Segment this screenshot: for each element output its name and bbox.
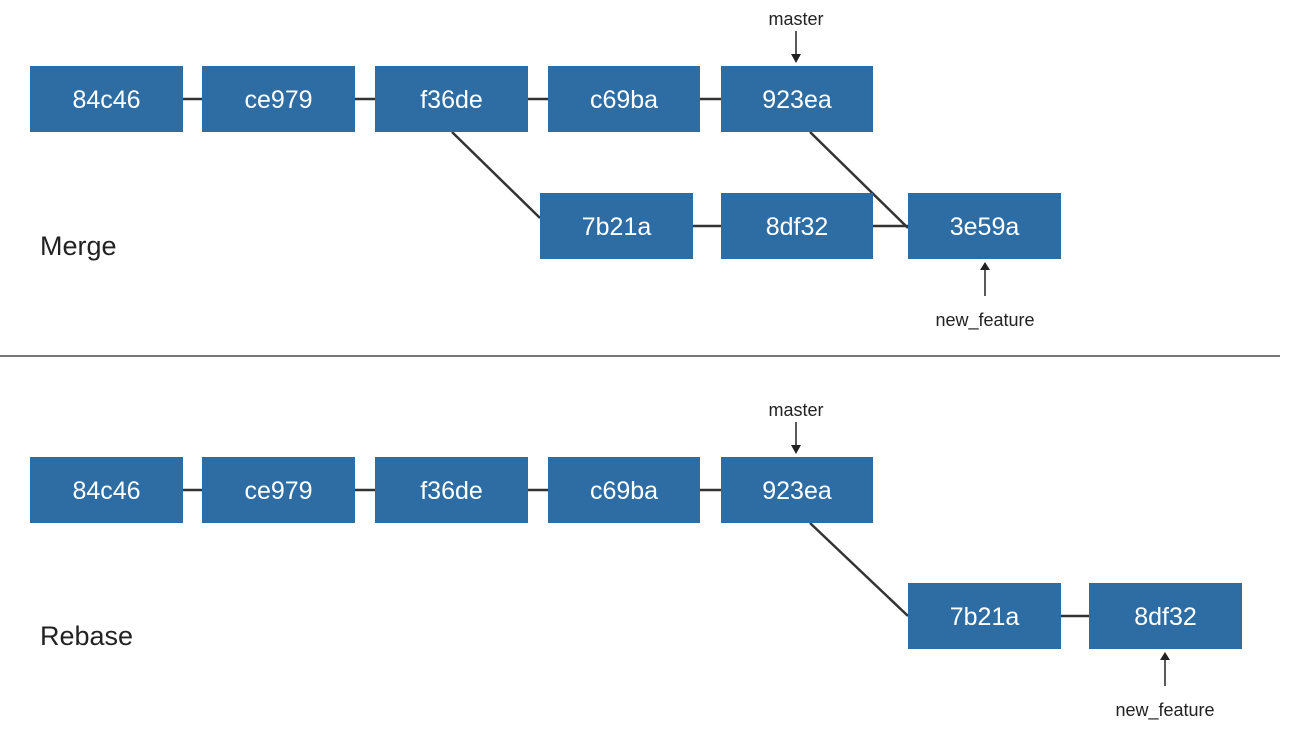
merge-commit-node: 8df32 <box>721 193 873 259</box>
merge-title: Merge <box>40 231 117 261</box>
commit-hash: c69ba <box>590 86 658 114</box>
rebase-section: 84c46 ce979 f36de c69ba 923ea 7b21a 8df3… <box>30 400 1242 721</box>
master-label: master <box>768 9 823 29</box>
commit-hash: 8df32 <box>1134 603 1197 631</box>
commit-hash: 7b21a <box>950 603 1020 631</box>
rebase-commit-node: 84c46 <box>30 457 183 523</box>
commit-hash: 84c46 <box>72 86 140 114</box>
commit-hash: 3e59a <box>950 213 1020 241</box>
rebase-title: Rebase <box>40 621 133 651</box>
merge-commit-node: 7b21a <box>540 193 693 259</box>
merge-commit-node: 3e59a <box>908 193 1061 259</box>
rebase-commit-node: 8df32 <box>1089 583 1242 649</box>
arrow-up-icon <box>980 262 990 270</box>
merge-master-pointer: master <box>768 9 824 63</box>
rebase-commit-node: c69ba <box>548 457 700 523</box>
merge-feature-pointer: new_feature <box>935 262 1035 331</box>
master-label: master <box>768 400 823 420</box>
arrow-down-icon <box>791 54 801 63</box>
merge-commit-node: c69ba <box>548 66 700 132</box>
rebase-master-pointer: master <box>768 400 824 454</box>
commit-hash: 7b21a <box>582 213 652 241</box>
merge-commit-node: 84c46 <box>30 66 183 132</box>
arrow-down-icon <box>791 445 801 454</box>
rebase-feature-pointer: new_feature <box>1115 652 1215 721</box>
rebase-commit-node: f36de <box>375 457 528 523</box>
rebase-commit-node: 7b21a <box>908 583 1061 649</box>
new-feature-label: new_feature <box>1115 700 1214 721</box>
rebase-commit-node: 923ea <box>721 457 873 523</box>
commit-hash: ce979 <box>244 477 312 505</box>
merge-edge-c3-f1 <box>451 131 541 219</box>
merge-commit-node: 923ea <box>721 66 873 132</box>
commit-hash: 923ea <box>762 477 832 505</box>
merge-section: 84c46 ce979 f36de c69ba 923ea 7b21a 8df3… <box>30 9 1061 331</box>
commit-hash: c69ba <box>590 477 658 505</box>
commit-hash: ce979 <box>244 86 312 114</box>
merge-commit-node: ce979 <box>202 66 355 132</box>
commit-hash: 8df32 <box>766 213 829 241</box>
arrow-up-icon <box>1160 652 1170 660</box>
new-feature-label: new_feature <box>935 310 1034 331</box>
rebase-edge-c5-f1 <box>809 522 909 617</box>
commit-hash: 923ea <box>762 86 832 114</box>
merge-edge-c5-m <box>809 131 909 229</box>
merge-commit-node: f36de <box>375 66 528 132</box>
rebase-commit-node: ce979 <box>202 457 355 523</box>
commit-hash: 84c46 <box>72 477 140 505</box>
commit-hash: f36de <box>420 477 483 505</box>
commit-hash: f36de <box>420 86 483 114</box>
